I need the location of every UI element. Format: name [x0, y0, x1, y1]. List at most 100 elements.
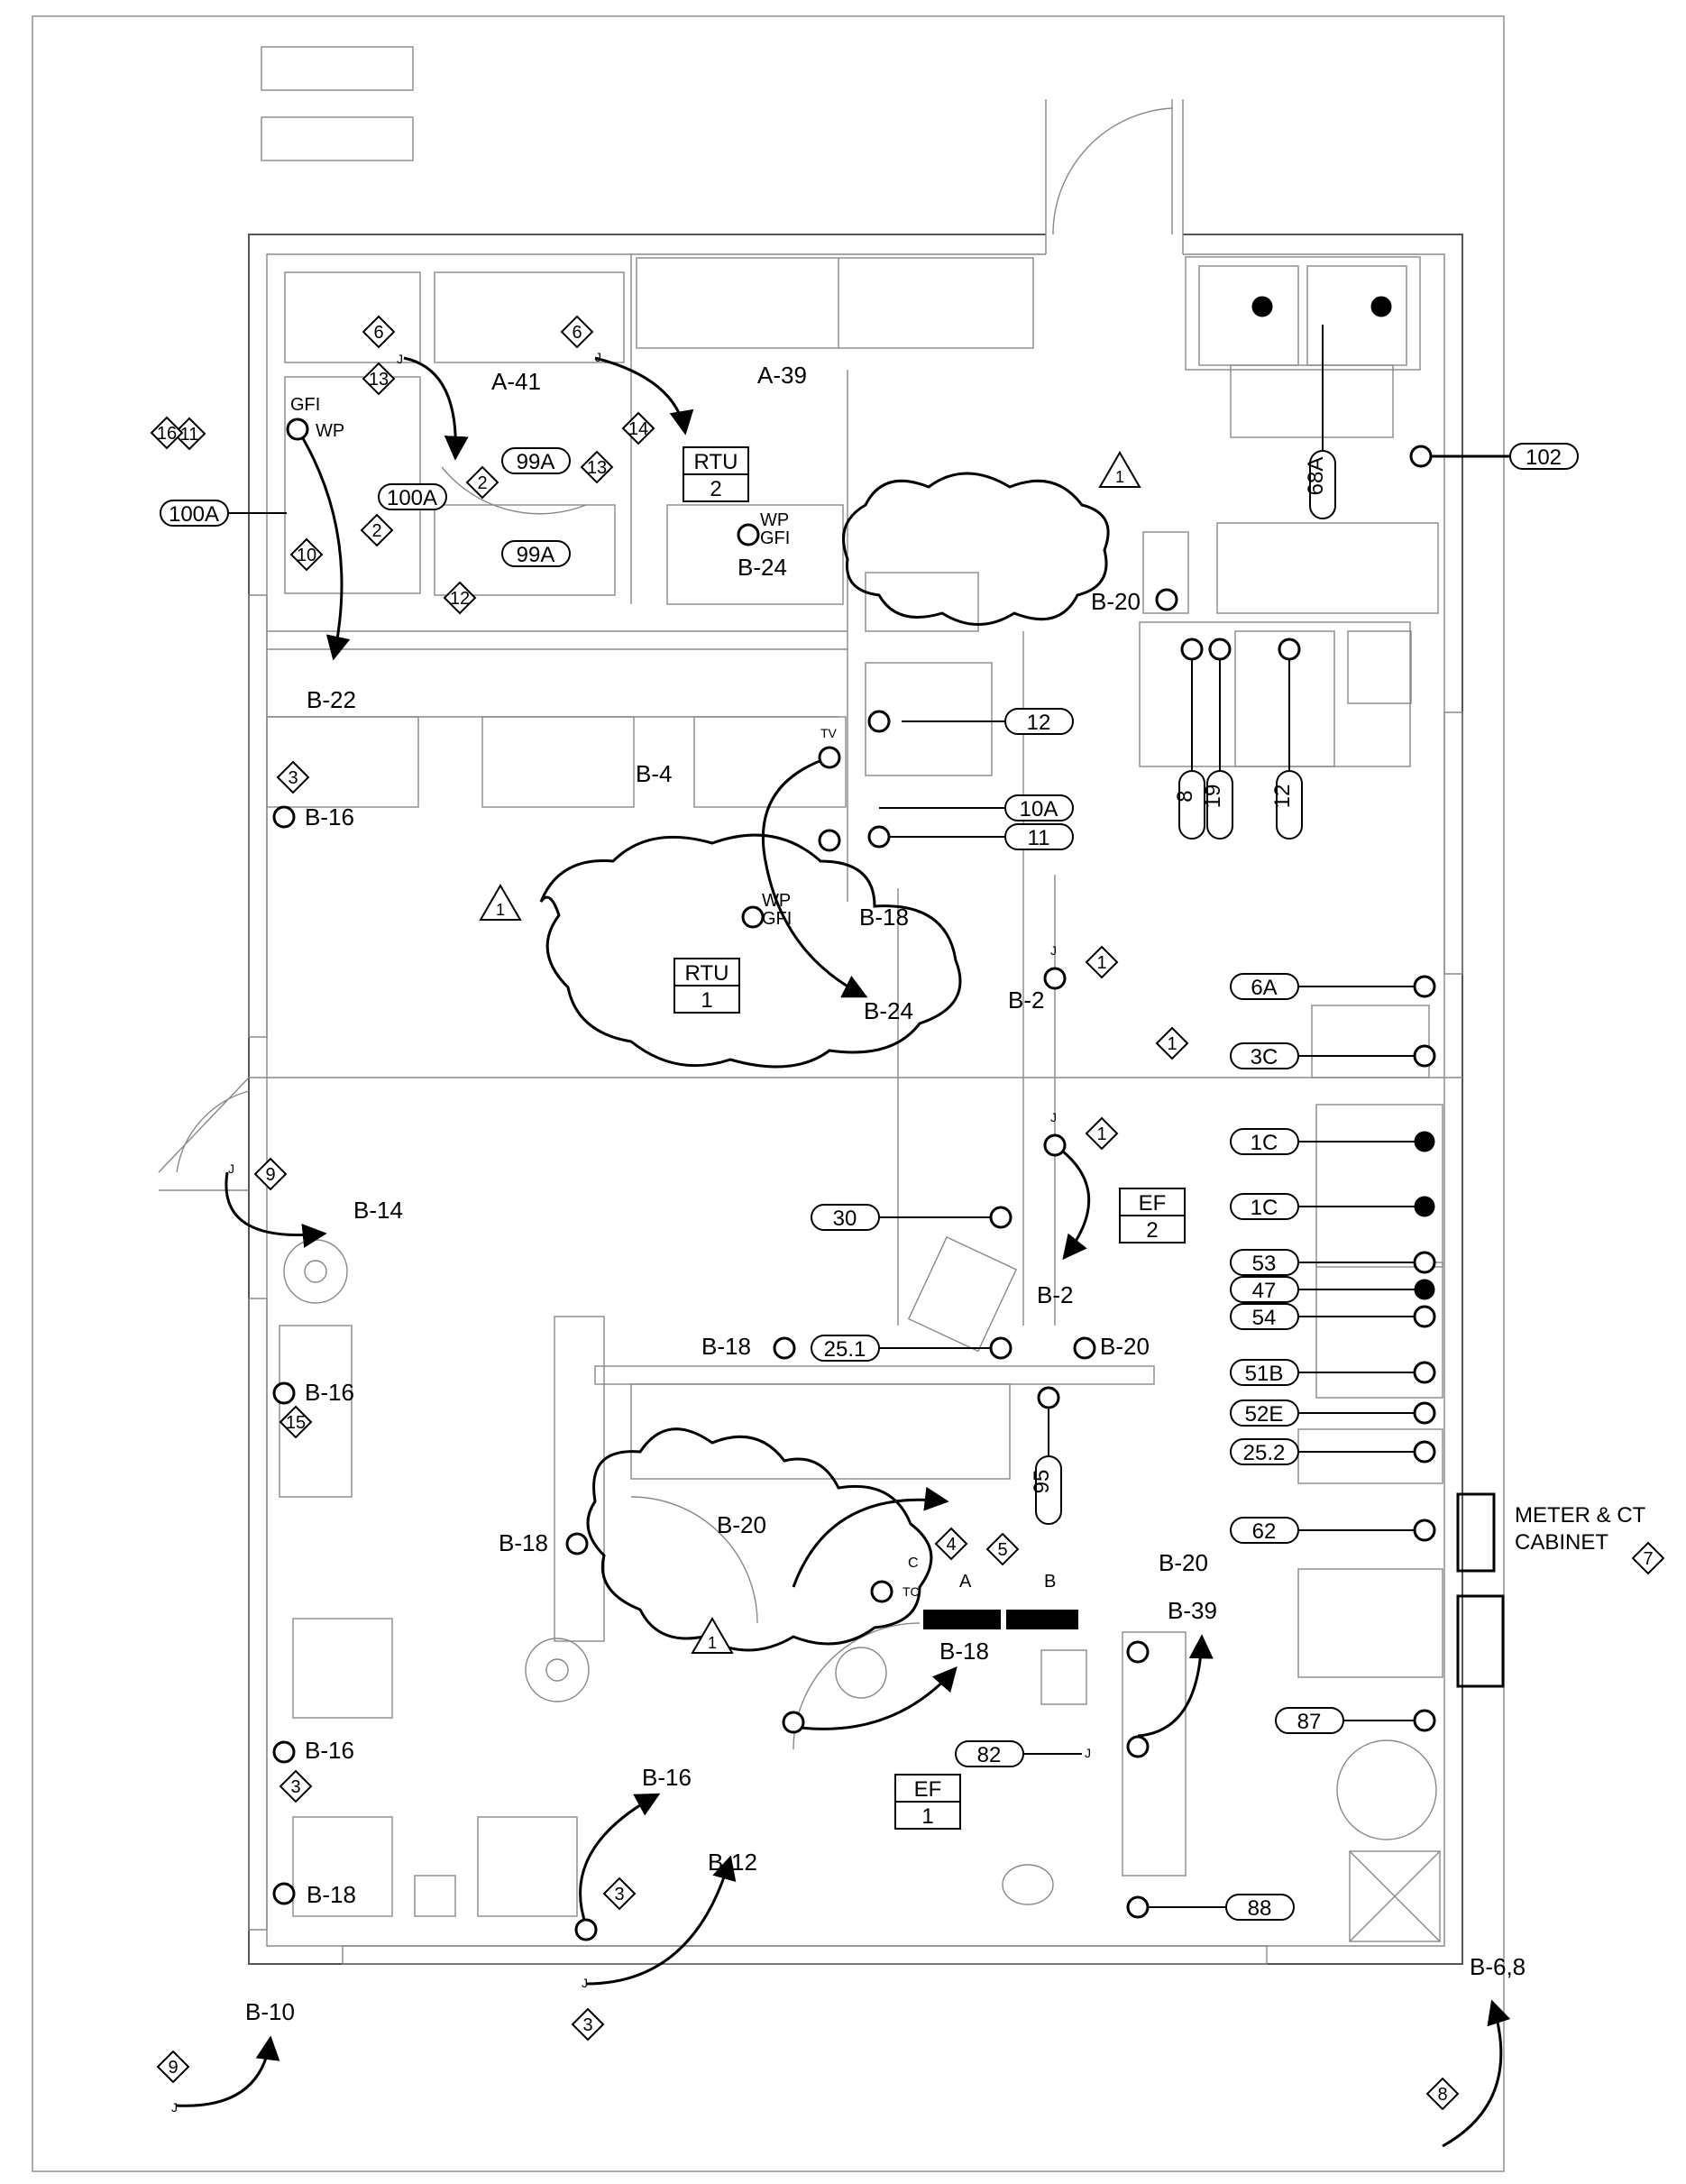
keynote-diamond: 7 [1631, 1541, 1665, 1575]
callout-tag: 95 [1030, 1407, 1062, 1525]
keynote-diamond: 1 [1155, 1026, 1189, 1060]
callout-tag: 82 [955, 1740, 1082, 1767]
svg-text:12: 12 [1027, 711, 1051, 735]
svg-text:1: 1 [921, 1804, 933, 1829]
svg-text:1: 1 [1096, 1124, 1106, 1144]
callout-tag: 68A [1304, 325, 1336, 519]
receptacle-symbol [1413, 1709, 1436, 1732]
callout-tag: 52E [1230, 1399, 1425, 1427]
receptacle-symbol [1126, 1895, 1150, 1919]
receptacle-symbol [1409, 445, 1433, 468]
svg-text:A: A [959, 1572, 972, 1592]
callout-tags: 102 100A 99A 99A 100A 12 10A 11 68A 8 19… [160, 325, 1579, 1921]
svg-text:6: 6 [373, 323, 383, 343]
svg-text:15: 15 [286, 1413, 306, 1433]
callout-tag: 54 [1230, 1303, 1425, 1330]
unit-tag-ef-2: EF2 [1119, 1188, 1186, 1243]
receptacle-symbol [1413, 1519, 1436, 1542]
keynote-diamond: 13 [362, 362, 396, 396]
svg-text:6A: 6A [1251, 976, 1277, 1000]
dining-furniture [266, 716, 1187, 1917]
svg-text:30: 30 [833, 1207, 857, 1231]
circuit-label: B-16 [305, 1737, 354, 1764]
svg-text:82: 82 [977, 1743, 1002, 1767]
svg-text:6: 6 [572, 323, 582, 343]
svg-text:GFI: GFI [290, 395, 320, 415]
callout-tag: 25.1 [811, 1335, 1001, 1362]
callout-tag: 25.2 [1230, 1438, 1425, 1465]
svg-text:5: 5 [997, 1540, 1007, 1560]
svg-text:11: 11 [180, 425, 199, 445]
receptacle-symbol [773, 1336, 796, 1360]
callout-tag: 100A [160, 500, 287, 527]
receptacle-symbol [782, 1711, 805, 1734]
keynote-diamond: 3 [602, 1877, 637, 1911]
receptacle-symbol [1180, 638, 1204, 661]
receptacle-symbol [1413, 1440, 1436, 1464]
keynote-diamond: 13 [580, 450, 614, 484]
svg-text:100A: 100A [169, 502, 219, 527]
revision-triangle: 1 [691, 1617, 734, 1654]
svg-text:53: 53 [1252, 1252, 1277, 1276]
callout-tag: 47 [1230, 1276, 1425, 1303]
receptacle-symbol [1413, 1305, 1436, 1328]
receptacle-symbol [1413, 1044, 1436, 1068]
receptacle-symbol [272, 805, 296, 829]
receptacle-symbol [1413, 975, 1436, 998]
svg-text:16: 16 [157, 424, 177, 444]
svg-text:1: 1 [496, 901, 505, 919]
circuit-label: B-18 [307, 1881, 356, 1908]
receptacle-symbol [1413, 1401, 1436, 1425]
circuit-label: B-39 [1168, 1597, 1217, 1624]
keynote-diamond: 3 [276, 760, 310, 794]
svg-text:RTU: RTU [694, 450, 738, 474]
circuit-label: B-2 [1008, 986, 1044, 1014]
receptacle-symbol [818, 746, 841, 769]
svg-text:88: 88 [1248, 1896, 1272, 1921]
receptacle-symbol [1413, 1251, 1436, 1274]
revision-triangle: 1 [479, 884, 522, 921]
svg-text:2: 2 [371, 521, 381, 541]
callout-tag: 12 [1270, 654, 1303, 840]
callout-tag: 1C [1230, 1193, 1425, 1220]
receptacle-symbol [737, 523, 760, 546]
svg-text:99A: 99A [517, 450, 555, 474]
receptacle-symbol [286, 418, 309, 441]
svg-text:J: J [228, 1161, 234, 1176]
callout-tag: 6A [1230, 973, 1425, 1000]
svg-text:3: 3 [288, 768, 298, 788]
circuit-label: B-16 [305, 1379, 354, 1406]
svg-text:WP: WP [316, 421, 344, 441]
svg-text:TV: TV [820, 726, 838, 740]
receptacle-symbol [1043, 1133, 1067, 1157]
keynote-diamond: 9 [253, 1157, 288, 1191]
svg-text:RTU: RTU [685, 961, 729, 986]
circuit-label: B-18 [859, 904, 909, 931]
svg-text:52E: 52E [1245, 1402, 1284, 1427]
callout-tag: 88 [1136, 1894, 1295, 1921]
svg-text:C: C [908, 1555, 919, 1571]
svg-text:J: J [1050, 943, 1057, 958]
svg-text:4: 4 [946, 1535, 956, 1555]
svg-text:3: 3 [614, 1885, 624, 1904]
circuit-label: B-18 [499, 1529, 548, 1556]
keynote-diamond: 4 [934, 1527, 968, 1561]
receptacle-symbol [1414, 1131, 1435, 1152]
svg-text:9: 9 [168, 2058, 178, 2078]
svg-text:METER & CT: METER & CT [1515, 1503, 1646, 1528]
receptacle-symbol [1073, 1336, 1096, 1360]
receptacle-symbol [272, 1882, 296, 1905]
svg-text:GFI: GFI [760, 528, 790, 548]
circuit-label: B-6,8 [1470, 1953, 1526, 1980]
svg-text:95: 95 [1030, 1470, 1054, 1494]
circuit-label: B-18 [701, 1333, 751, 1360]
revision-clouds [539, 472, 1110, 1652]
svg-text:10: 10 [297, 546, 316, 565]
keynote-diamond: 2 [360, 513, 394, 547]
receptacle-symbol [574, 1918, 598, 1941]
circuit-label: B-20 [1159, 1549, 1208, 1576]
svg-text:19: 19 [1201, 785, 1225, 809]
svg-text:B: B [1044, 1572, 1056, 1592]
svg-text:51B: 51B [1245, 1362, 1284, 1386]
svg-text:10A: 10A [1020, 797, 1058, 821]
